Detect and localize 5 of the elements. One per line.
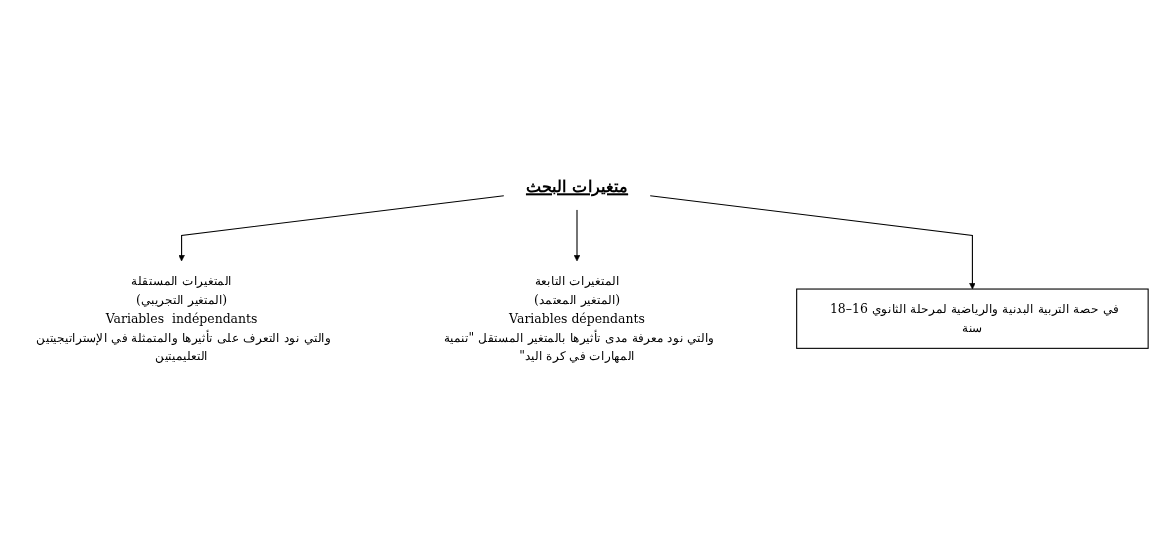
arrow: [573, 209, 581, 262]
arrow: [178, 195, 505, 262]
arrow: [649, 195, 976, 290]
node-box: في حصة التربية البدنية والرياضية لمرحلة الثانوي 16–18 سنة: [796, 288, 1149, 349]
node-text: متغيرات البحث: [525, 176, 629, 196]
